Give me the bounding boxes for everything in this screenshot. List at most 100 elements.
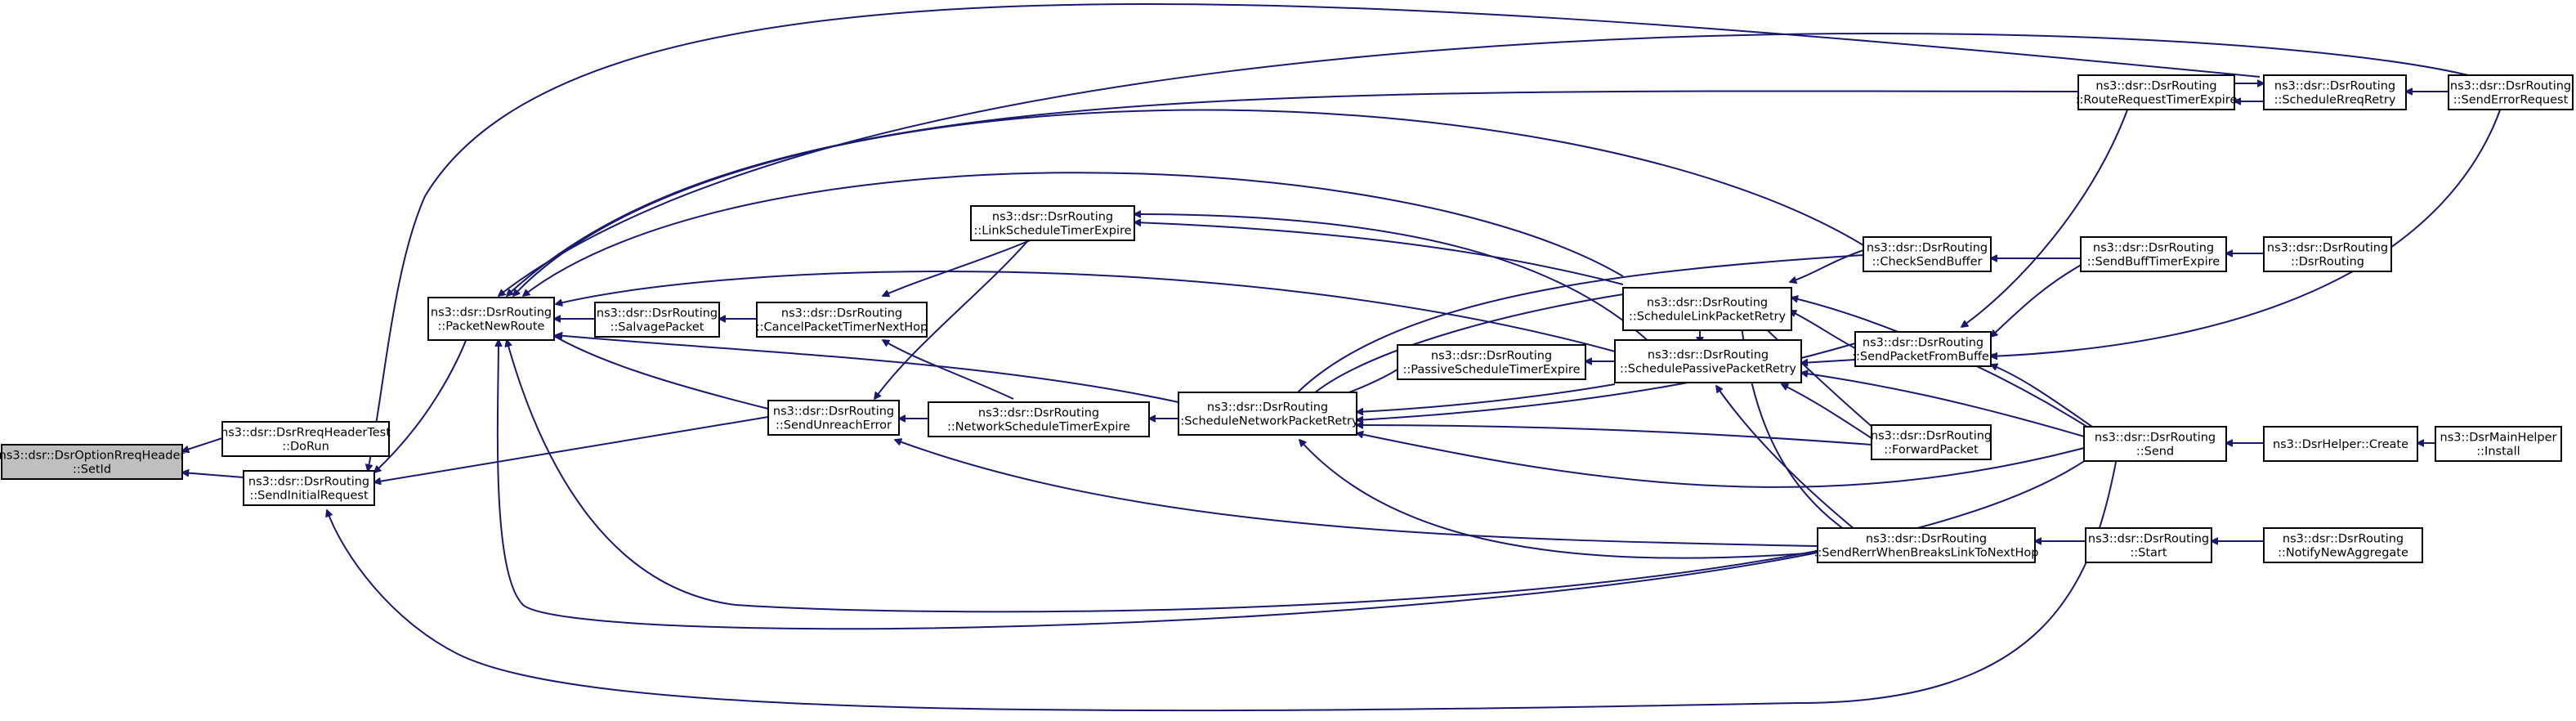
node-method-label: ::Start	[2130, 547, 2167, 560]
node-method-label: ::SendBuffTimerExpire	[2087, 256, 2220, 269]
node-class-label: ns3::dsr::DsrRouting	[2095, 432, 2216, 445]
node-box	[427, 297, 555, 341]
edge-rrte-pnr	[507, 90, 2079, 296]
node-class-label: ns3::dsr::DsrRreqHeaderTest	[221, 427, 391, 440]
edge-spfb-slpr	[1790, 310, 1856, 349]
node-ser[interactable]: ns3::dsr::DsrRouting::SendErrorRequest	[2448, 74, 2574, 110]
node-method-label: ::RouteRequestTimerExpire	[2076, 94, 2238, 107]
node-class-label: ns3::DsrHelper::Create	[2273, 438, 2408, 451]
node-box	[2263, 426, 2418, 462]
node-method-label: ::SetId	[73, 464, 111, 477]
node-main[interactable]: ns3::DsrMainHelper::Install	[2435, 426, 2562, 462]
node-class-label: ns3::dsr::DsrRouting	[431, 307, 552, 320]
node-nste[interactable]: ns3::dsr::DsrRouting::NetworkScheduleTim…	[928, 401, 1150, 437]
node-class-label: ns3::dsr::DsrRouting	[248, 476, 369, 489]
node-box	[1178, 392, 1357, 436]
edge-slpr-snpr	[1308, 293, 1624, 399]
edge-sue-sendinit	[374, 416, 769, 482]
node-method-label: ::PassiveScheduleTimerExpire	[1402, 364, 1580, 377]
node-helper[interactable]: ns3::DsrHelper::Create	[2263, 426, 2418, 462]
node-method-label: ::SendUnreachError	[776, 419, 892, 432]
edge-fwd-snpr	[1357, 425, 1872, 446]
node-box	[1854, 331, 1992, 367]
node-method-label: ::NotifyNewAggregate	[2278, 547, 2408, 560]
node-method-label: ::ForwardPacket	[1884, 444, 1979, 457]
node-box	[928, 401, 1150, 437]
node-box	[1817, 527, 2036, 563]
node-srr[interactable]: ns3::dsr::DsrRouting::ScheduleRreqRetry	[2263, 74, 2407, 110]
node-salvage[interactable]: ns3::dsr::DsrRouting::SalvagePacket	[594, 302, 720, 338]
edge-send-sendinit	[327, 457, 2118, 712]
node-dsrr[interactable]: ns3::dsr::DsrRouting::DsrRouting	[2263, 236, 2392, 272]
node-box	[1614, 339, 1802, 383]
edge-sppr-snpr	[1357, 383, 1616, 412]
node-fwd[interactable]: ns3::dsr::DsrRouting::ForwardPacket	[1871, 424, 1992, 460]
node-cancel[interactable]: ns3::dsr::DsrRouting::CancelPacketTimerN…	[756, 302, 928, 338]
node-class-label: ns3::dsr::DsrRouting	[773, 405, 894, 419]
node-method-label: ::SalvagePacket	[610, 321, 704, 334]
edge-sppr-pnr	[556, 271, 1616, 352]
node-nna[interactable]: ns3::dsr::DsrRouting::NotifyNewAggregate	[2263, 527, 2423, 563]
node-class-label: ns3::dsr::DsrRouting	[2450, 80, 2571, 93]
edge-send-sppr	[1801, 373, 2085, 437]
edge-srwb-sue	[895, 440, 1818, 547]
edge-sbte-spfb	[1991, 262, 2085, 337]
edge-sendinit-setid	[182, 472, 244, 478]
edge-send-pnr	[507, 340, 2101, 613]
node-lste[interactable]: ns3::dsr::DsrRouting::LinkScheduleTimerE…	[970, 205, 1135, 241]
node-sue[interactable]: ns3::dsr::DsrRouting::SendUnreachError	[767, 400, 900, 436]
node-method-label: ::LinkScheduleTimerExpire	[973, 225, 1131, 238]
edge-srr-sendinit	[368, 2, 2261, 471]
node-method-label: ::SendRerrWhenBreaksLinkToNextHop	[1813, 547, 2038, 560]
node-sendinit[interactable]: ns3::dsr::DsrRouting::SendInitialRequest	[243, 470, 375, 506]
edge-sppr-lste	[1134, 214, 1652, 344]
edge-csb-pnr	[513, 109, 1864, 296]
node-slpr[interactable]: ns3::dsr::DsrRouting::ScheduleLinkPacket…	[1622, 287, 1792, 331]
node-sppr[interactable]: ns3::dsr::DsrRouting::SchedulePassivePac…	[1614, 339, 1802, 383]
node-srwb[interactable]: ns3::dsr::DsrRouting::SendRerrWhenBreaks…	[1813, 527, 2039, 563]
node-pste[interactable]: ns3::dsr::DsrRouting::PassiveScheduleTim…	[1397, 344, 1586, 380]
node-rrte[interactable]: ns3::dsr::DsrRouting::RouteRequestTimerE…	[2076, 74, 2238, 110]
node-class-label: ns3::dsr::DsrRouting	[1867, 242, 1988, 255]
node-method-label: ::DoRun	[282, 441, 329, 454]
node-sbte[interactable]: ns3::dsr::DsrRouting::SendBuffTimerExpir…	[2080, 236, 2227, 272]
node-box	[1, 444, 183, 480]
node-snpr[interactable]: ns3::dsr::DsrRouting::ScheduleNetworkPac…	[1177, 392, 1359, 436]
node-class-label: ns3::dsr::DsrRouting	[1866, 533, 1987, 546]
node-box	[2435, 426, 2562, 462]
node-box	[2080, 236, 2227, 272]
node-start[interactable]: ns3::dsr::DsrRouting::Start	[2085, 527, 2212, 563]
node-class-label: ns3::dsr::DsrRouting	[597, 307, 718, 320]
edge-srwb-sppr	[1716, 386, 1856, 531]
node-class-label: ns3::dsr::DsrRouting	[2088, 533, 2209, 546]
node-box	[2448, 74, 2574, 110]
edge-ser-spfb	[1991, 107, 2502, 356]
node-method-label: ::Send	[2136, 446, 2174, 459]
edge-lste-cancel	[883, 236, 1039, 296]
edge-srwb-snpr	[1299, 440, 1818, 559]
node-class-label: ns3::dsr::DsrRouting	[1871, 430, 1992, 443]
node-class-label: ns3::dsr::DsrRouting	[781, 307, 902, 320]
edge-layer	[182, 2, 2502, 712]
node-setid[interactable]: ns3::dsr::DsrOptionRreqHeader::SetId	[0, 444, 185, 480]
node-class-label: ns3::dsr::DsrRouting	[1647, 297, 1768, 310]
edge-ser-pnr	[499, 32, 2475, 296]
node-class-label: ns3::dsr::DsrRouting	[2267, 242, 2388, 255]
edge-spfb-sppr	[1801, 359, 1856, 363]
node-box	[1622, 287, 1792, 331]
node-box	[756, 302, 928, 338]
node-csb[interactable]: ns3::dsr::DsrRouting::CheckSendBuffer	[1863, 236, 1992, 272]
edge-sue-pnr	[539, 327, 769, 410]
edge-nste-cancel	[883, 340, 1014, 400]
node-send[interactable]: ns3::dsr::DsrRouting::Send	[2083, 426, 2227, 462]
node-class-label: ns3::dsr::DsrRouting	[992, 211, 1113, 224]
node-class-label: ns3::dsr::DsrRouting	[2095, 80, 2216, 93]
node-dorun[interactable]: ns3::dsr::DsrRreqHeaderTest::DoRun	[221, 421, 391, 457]
node-method-label: ::ScheduleRreqRetry	[2274, 94, 2396, 107]
node-pnr[interactable]: ns3::dsr::DsrRouting::PacketNewRoute	[427, 297, 555, 341]
edge-csb-snpr	[1291, 254, 1864, 399]
node-spfb[interactable]: ns3::dsr::DsrRouting::SendPacketFromBuff…	[1852, 331, 1994, 367]
edge-fwd-sppr	[1782, 383, 1872, 439]
node-class-label: ns3::DsrMainHelper	[2440, 432, 2557, 445]
node-class-label: ns3::dsr::DsrRouting	[2093, 242, 2214, 255]
